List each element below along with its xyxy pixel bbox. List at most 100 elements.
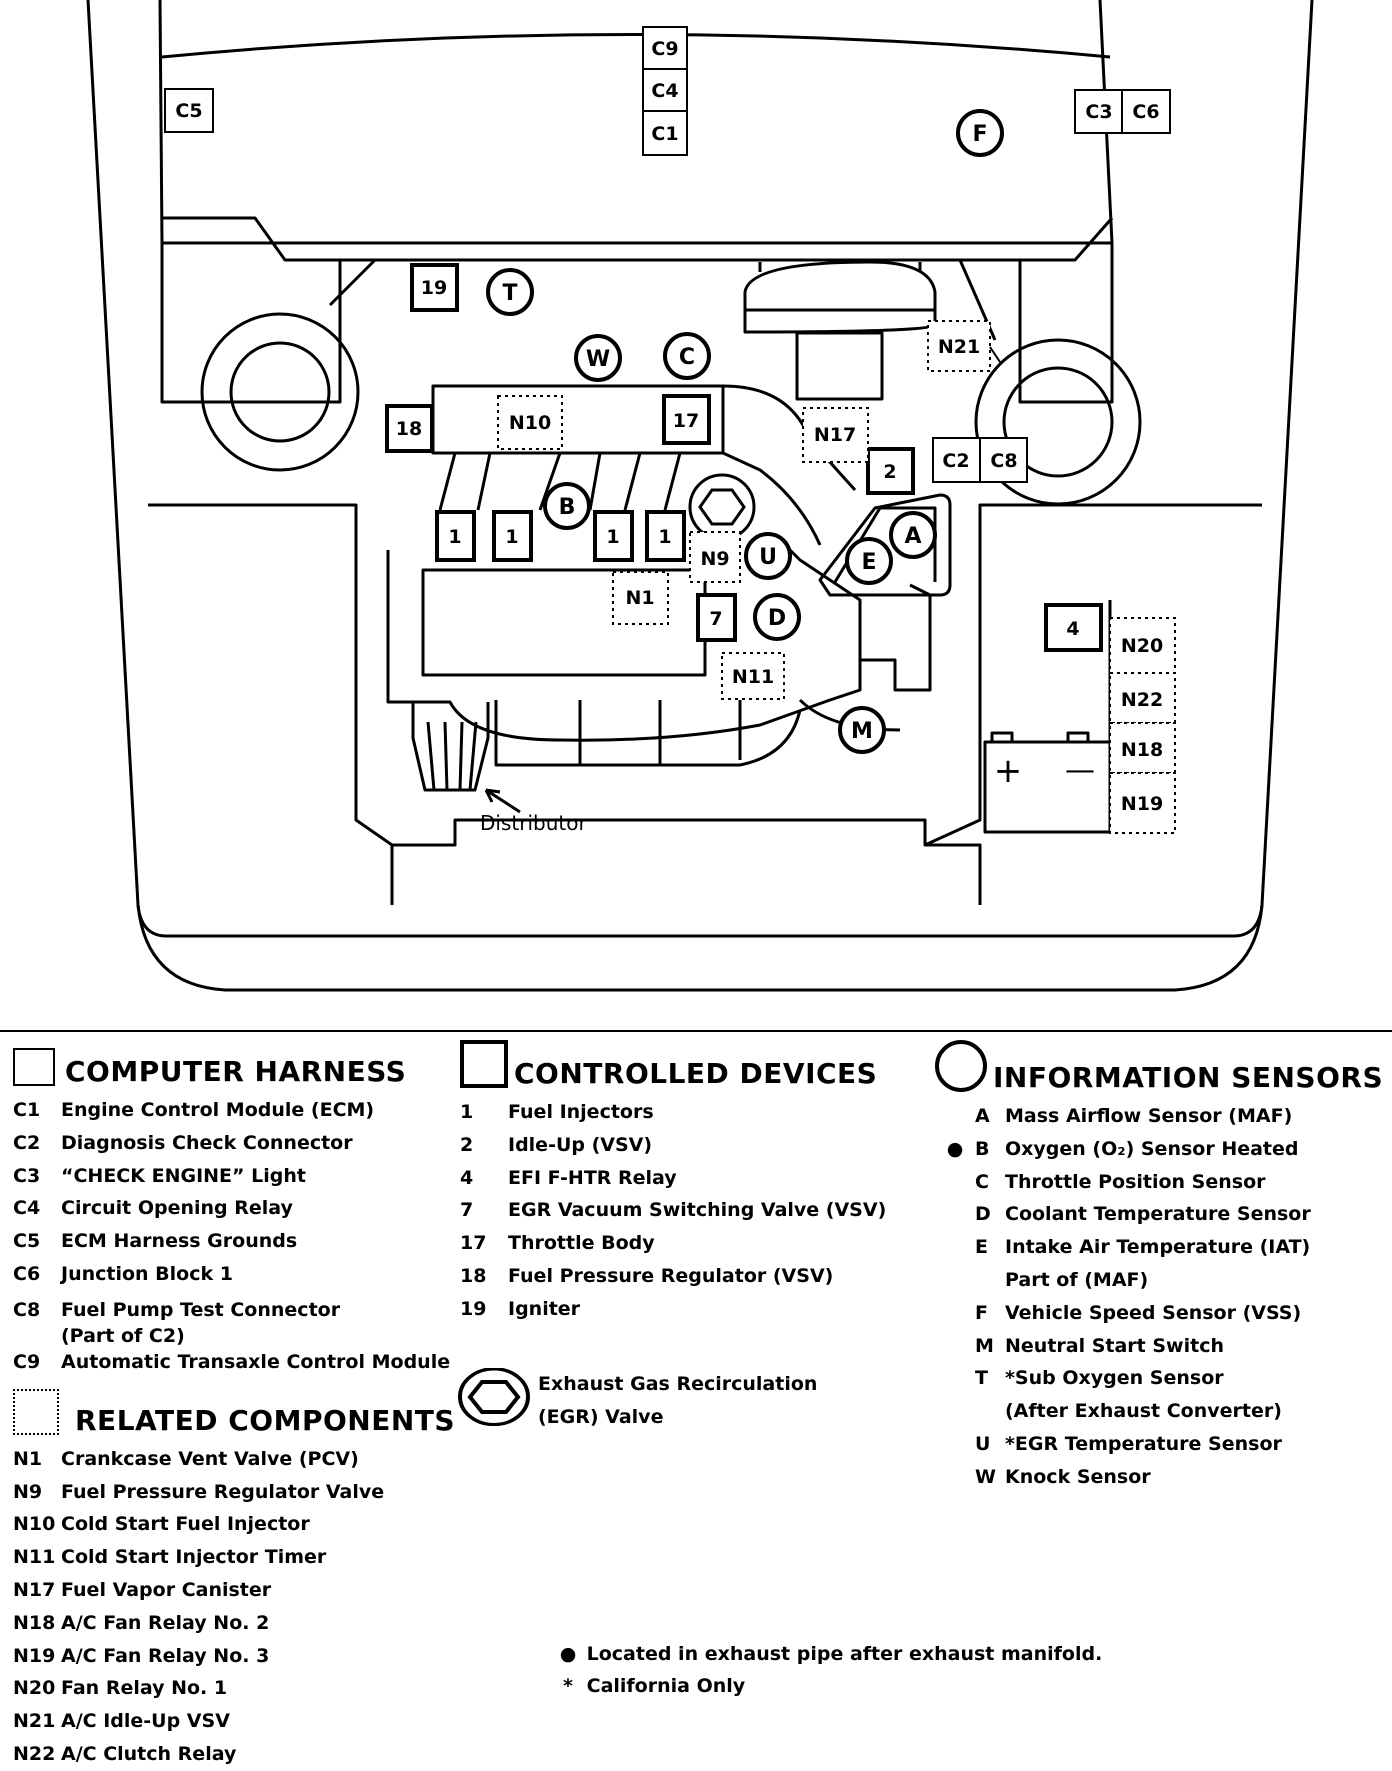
egr-valve-hex xyxy=(698,488,746,526)
label-n1: N1 xyxy=(625,587,654,609)
box-17 xyxy=(662,394,711,445)
air-cleaner-cap xyxy=(743,260,937,334)
label-1b: 1 xyxy=(505,526,518,548)
label-c: C xyxy=(679,345,695,370)
box-n17 xyxy=(802,407,869,463)
engine-compartment-diagram: C9 C4 C1 C5 C3 C6 C2 C8 19 18 17 2 4 7 1… xyxy=(0,0,1392,1032)
thin-box-symbol xyxy=(13,1048,55,1086)
left-strut-tower-inner xyxy=(229,341,331,443)
label-n17: N17 xyxy=(814,424,856,446)
label-c5: C5 xyxy=(175,100,202,122)
label-2: 2 xyxy=(883,461,896,483)
label-e: E xyxy=(861,550,876,575)
label-a: A xyxy=(904,524,921,549)
circle-d xyxy=(753,593,801,641)
maf-housing xyxy=(818,493,952,597)
circle-f xyxy=(956,109,1004,157)
box-1a xyxy=(435,510,476,562)
box-n20 xyxy=(1109,617,1176,674)
legend-item-continuation: Part of (MAF) xyxy=(1005,1268,1149,1291)
box-4 xyxy=(1044,603,1103,652)
label-c3: C3 xyxy=(1085,101,1112,123)
egr-hex-symbol xyxy=(458,1368,530,1426)
legend-related-title: RELATED COMPONENTS xyxy=(75,1403,456,1437)
label-7: 7 xyxy=(709,608,722,630)
box-n22 xyxy=(1109,672,1176,724)
label-n22: N22 xyxy=(1121,689,1163,711)
label-n9: N9 xyxy=(700,548,729,570)
box-c6 xyxy=(1121,89,1171,134)
box-19 xyxy=(410,263,459,312)
box-c2 xyxy=(932,437,981,483)
label-b: B xyxy=(559,495,576,520)
distributor-arrow xyxy=(484,788,521,814)
egr-label-line2: (EGR) Valve xyxy=(538,1405,664,1428)
box-1c xyxy=(593,510,634,562)
box-n21 xyxy=(927,320,991,372)
canister-body xyxy=(795,331,884,401)
engine-block xyxy=(386,538,862,742)
vehicle-body-outline xyxy=(86,0,1314,992)
legend-computer-harness-title: COMPUTER HARNESS xyxy=(65,1055,407,1088)
legend-computer-harness-header: COMPUTER HARNESS xyxy=(13,1048,455,1086)
box-c8 xyxy=(979,437,1028,483)
distributor-body xyxy=(411,702,490,792)
circle-symbol xyxy=(935,1040,987,1092)
label-m: M xyxy=(851,719,873,744)
footnote: * California Only xyxy=(563,1675,746,1697)
box-c1 xyxy=(642,110,688,156)
box-1b xyxy=(492,510,533,562)
box-c9 xyxy=(642,26,688,70)
distributor-label: Distributor xyxy=(480,811,587,835)
box-n9 xyxy=(689,531,741,583)
legend-item: T*Sub Oxygen Sensor xyxy=(975,1367,1224,1390)
right-strut-tower-inner xyxy=(1002,366,1114,478)
label-u: U xyxy=(759,545,777,570)
label-f: F xyxy=(972,122,987,147)
n21-leader xyxy=(989,346,1001,363)
label-d: D xyxy=(768,606,786,631)
right-lower-panel xyxy=(924,503,1262,847)
label-n18: N18 xyxy=(1121,739,1163,761)
label-1c: 1 xyxy=(606,526,619,548)
legend-egr: Exhaust Gas Recirculation (EGR) Valve xyxy=(456,1368,817,1434)
label-n21: N21 xyxy=(938,336,980,358)
label-c1: C1 xyxy=(651,123,678,145)
label-n10: N10 xyxy=(509,412,551,434)
circle-t xyxy=(486,268,534,316)
box-n11 xyxy=(721,652,785,700)
legend-controlled-title: CONTROLLED DEVICES xyxy=(514,1057,878,1090)
label-1d: 1 xyxy=(658,526,671,548)
circle-a xyxy=(889,511,937,559)
label-c6: C6 xyxy=(1132,101,1159,123)
center-lower-panel xyxy=(392,818,982,905)
box-c5 xyxy=(164,88,214,133)
circle-w xyxy=(574,334,622,382)
box-n10 xyxy=(497,395,563,450)
label-c4: C4 xyxy=(651,80,678,102)
circle-b xyxy=(543,482,591,530)
footnote: ● Located in exhaust pipe after exhaust … xyxy=(559,1643,1103,1665)
legend-related-header: RELATED COMPONENTS xyxy=(13,1388,456,1437)
circle-e xyxy=(845,537,893,585)
battery-plus: + xyxy=(994,751,1023,791)
legend-sensors-header: INFORMATION SENSORS xyxy=(935,1040,1383,1092)
label-t: T xyxy=(502,281,517,306)
